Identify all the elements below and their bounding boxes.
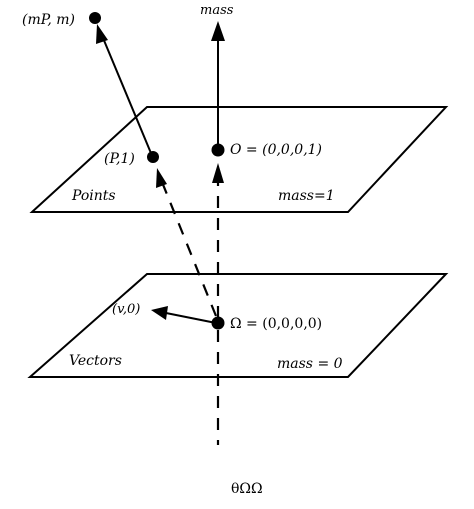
vectors-plane-label: Vectors <box>69 353 122 369</box>
caption-label: θΩΩ <box>231 481 263 497</box>
point-vector-dashed <box>160 181 218 317</box>
P-1-label: (P,1) <box>104 151 135 167</box>
points-plane-label: Points <box>71 188 116 204</box>
vectors-plane <box>27 273 449 378</box>
origin-O-dot <box>211 143 225 157</box>
omega-label: Ω = (0,0,0,0) <box>230 316 322 332</box>
vector-arrowhead <box>151 306 168 320</box>
mass-axis-arrowhead <box>211 21 225 41</box>
P-1-dot <box>147 151 159 163</box>
mP-m-label: (mP, m) <box>22 12 75 28</box>
mass-1-label: mass=1 <box>278 188 335 204</box>
v-0-label: (v,0) <box>112 302 140 317</box>
mass-axis-label: mass <box>200 3 234 18</box>
scaled-point-line <box>102 37 154 159</box>
mass-axis-middle-arrowhead <box>212 163 224 183</box>
mP-m-dot <box>89 12 101 24</box>
mass-0-label: mass = 0 <box>277 356 343 372</box>
omega-dot <box>211 316 225 330</box>
points-plane <box>29 106 449 213</box>
vector-arrow-line <box>165 312 217 324</box>
scaled-point-arrowhead <box>96 24 108 44</box>
point-vector-arrowhead <box>156 168 167 188</box>
origin-O-label: O = (0,0,0,1) <box>230 142 322 158</box>
